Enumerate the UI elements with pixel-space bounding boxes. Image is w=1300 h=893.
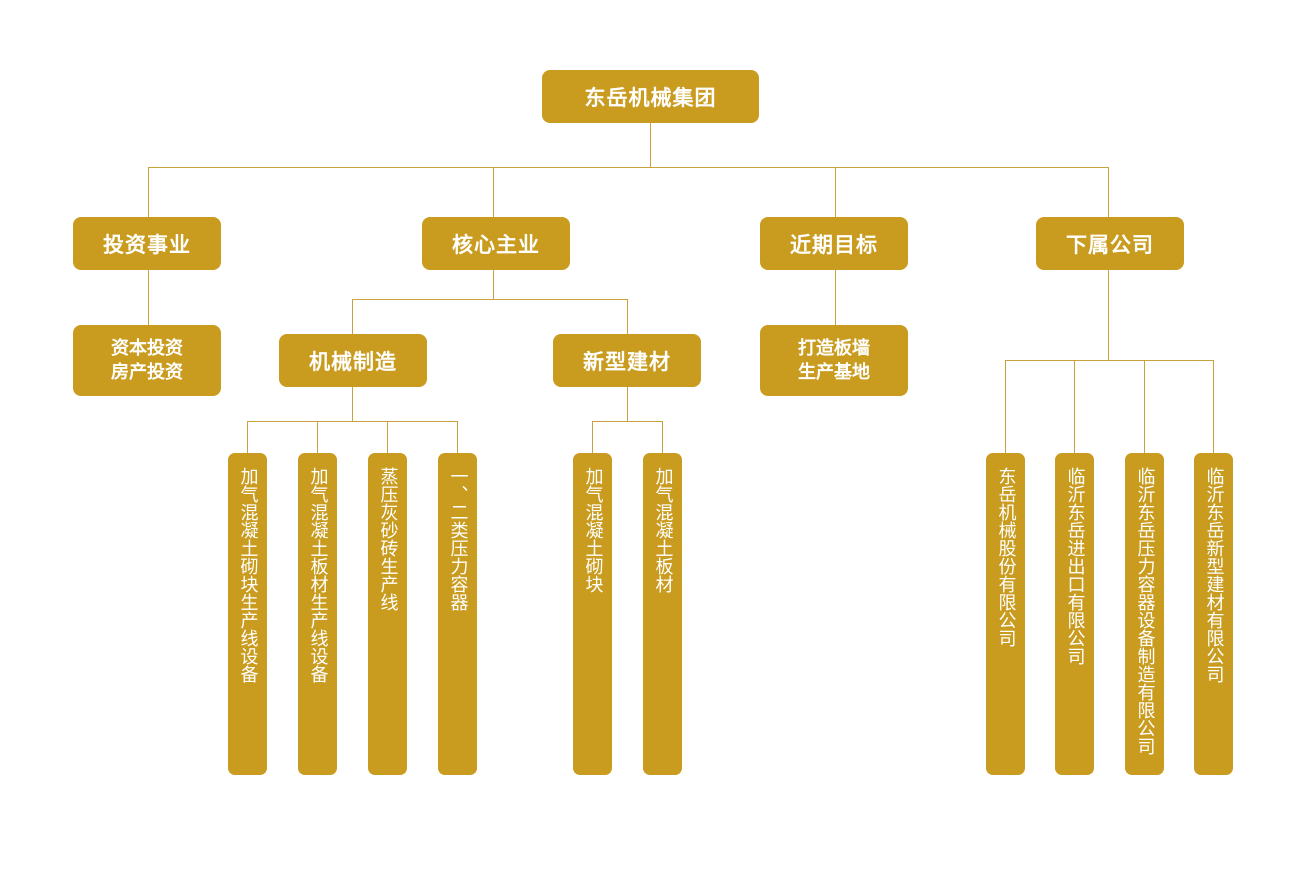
company-item-label: 临沂东岳新型建材有限公司 (1203, 467, 1225, 683)
company-item-label: 东岳机械股份有限公司 (995, 467, 1017, 647)
company-item-label: 临沂东岳压力容器设备制造有限公司 (1134, 467, 1156, 755)
category-companies: 下属公司 (1036, 217, 1184, 270)
category-goal: 近期目标 (760, 217, 908, 270)
company-item: 临沂东岳进出口有限公司 (1055, 453, 1094, 775)
root-label: 东岳机械集团 (584, 85, 717, 110)
building-item-label: 加气混凝土板材 (652, 467, 674, 593)
core-building-label: 新型建材 (583, 349, 671, 374)
category-goal-label: 近期目标 (790, 232, 878, 257)
category-core: 核心主业 (422, 217, 570, 270)
invest-detail: 资本投资 房产投资 (73, 325, 221, 396)
category-invest: 投资事业 (73, 217, 221, 270)
category-invest-label: 投资事业 (103, 232, 191, 257)
machinery-item-label: 加气混凝土砌块生产线设备 (237, 467, 259, 683)
core-machinery: 机械制造 (279, 334, 427, 387)
building-item: 加气混凝土板材 (643, 453, 682, 775)
machinery-item: 蒸压灰砂砖生产线 (368, 453, 407, 775)
core-building-materials: 新型建材 (553, 334, 701, 387)
category-companies-label: 下属公司 (1066, 232, 1154, 257)
building-item: 加气混凝土砌块 (573, 453, 612, 775)
category-core-label: 核心主业 (452, 232, 540, 257)
company-item: 临沂东岳新型建材有限公司 (1194, 453, 1233, 775)
company-item: 东岳机械股份有限公司 (986, 453, 1025, 775)
invest-detail-line-1: 资本投资 (111, 337, 183, 359)
machinery-item: 加气混凝土板材生产线设备 (298, 453, 337, 775)
machinery-item: 一、二类压力容器 (438, 453, 477, 775)
invest-detail-line-2: 房产投资 (111, 361, 183, 383)
company-item: 临沂东岳压力容器设备制造有限公司 (1125, 453, 1164, 775)
company-item-label: 临沂东岳进出口有限公司 (1064, 467, 1086, 665)
machinery-item-label: 蒸压灰砂砖生产线 (377, 467, 399, 611)
goal-detail-line-2: 生产基地 (798, 361, 870, 383)
machinery-item-label: 加气混凝土板材生产线设备 (307, 467, 329, 683)
goal-detail-line-1: 打造板墙 (798, 337, 870, 359)
machinery-item-label: 一、二类压力容器 (447, 467, 469, 611)
goal-detail: 打造板墙 生产基地 (760, 325, 908, 396)
machinery-item: 加气混凝土砌块生产线设备 (228, 453, 267, 775)
building-item-label: 加气混凝土砌块 (582, 467, 604, 593)
root-node-dongyue-group: 东岳机械集团 (542, 70, 759, 123)
core-machinery-label: 机械制造 (309, 349, 397, 374)
